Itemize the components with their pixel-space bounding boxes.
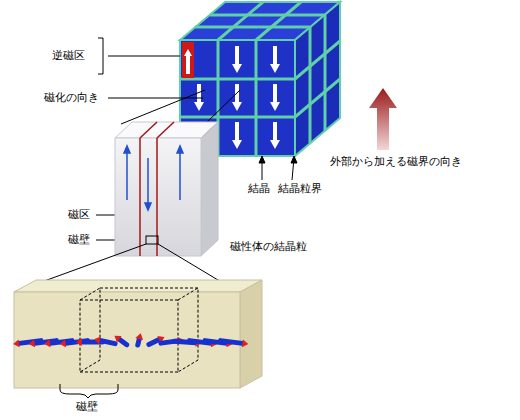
grain-cube [115, 122, 218, 256]
spin-tip [13, 339, 19, 347]
field-arrow [369, 88, 397, 150]
spin-arrow [100, 340, 115, 343]
spin-arrow [119, 339, 127, 344]
spin-arrow [138, 339, 139, 345]
label: 磁壁 [68, 233, 90, 246]
spin-tip [114, 336, 121, 343]
label: 磁区 [68, 208, 90, 221]
spin-tip [29, 339, 35, 347]
label: 逆磁区 [52, 49, 85, 62]
spin-arrow [149, 340, 159, 345]
label: 磁壁 [76, 400, 98, 413]
label: 外部から加える磁界の向き [330, 155, 462, 168]
magnetization-arrow [270, 46, 280, 73]
label: 結晶 [248, 182, 270, 195]
wall-block [14, 280, 262, 388]
magnetization-arrow [270, 84, 280, 111]
spin-tip [60, 339, 66, 347]
wall-bracket [60, 384, 118, 398]
magnetization-arrow [232, 46, 242, 73]
magnetization-arrow [232, 122, 242, 149]
label: 結晶粒界 [278, 182, 322, 195]
spin-tip [94, 336, 101, 344]
spin-arrow [221, 341, 243, 344]
spin-tip [135, 333, 143, 340]
spin-tip [44, 339, 50, 347]
magnetization-arrow [232, 84, 242, 111]
reverse-arrow [184, 49, 192, 74]
spin-tip [242, 339, 248, 347]
magnetization-arrow [270, 122, 280, 149]
label: 磁性体の結晶粒 [230, 240, 307, 253]
spin-tip [76, 338, 82, 346]
spin-arrows [13, 333, 248, 347]
label: 磁化の向き [44, 91, 99, 104]
